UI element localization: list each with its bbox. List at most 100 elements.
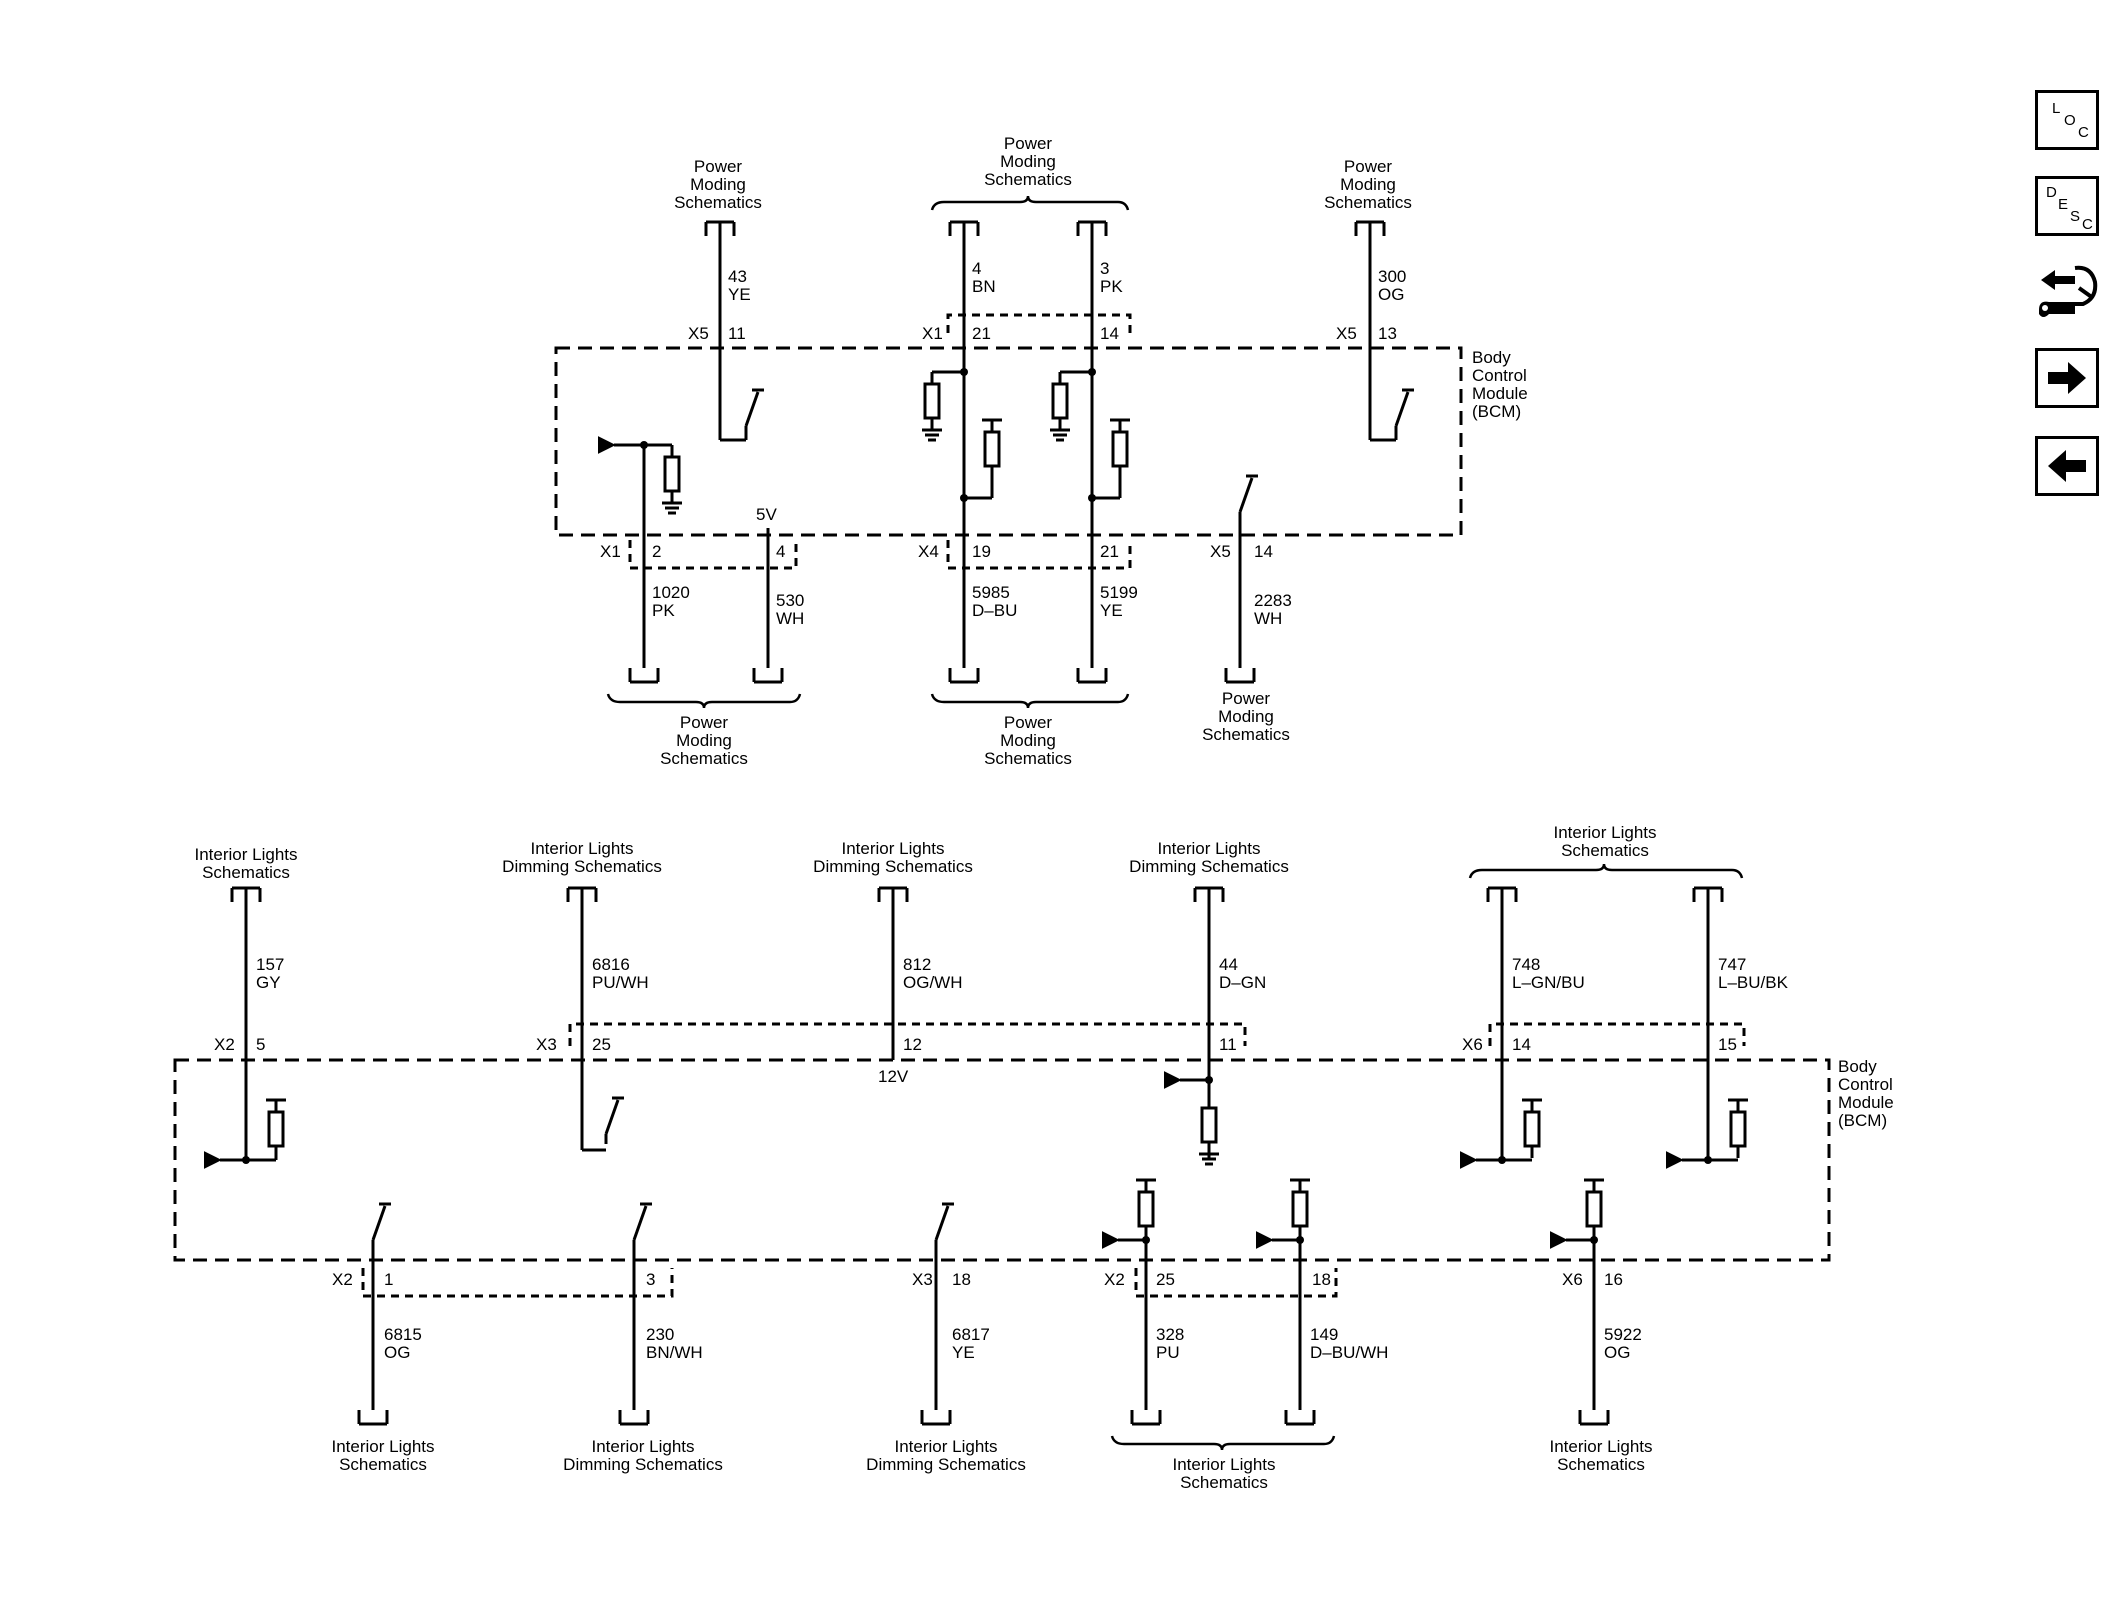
location-button[interactable]: L O C [2035,90,2099,150]
svg-text:Interior Lights: Interior Lights [1173,1455,1276,1474]
svg-text:OG: OG [1378,285,1404,304]
svg-text:Moding: Moding [1340,175,1396,194]
svg-text:Moding: Moding [1000,731,1056,750]
svg-text:Interior Lights: Interior Lights [842,839,945,858]
svg-text:BN: BN [972,277,996,296]
svg-text:X6: X6 [1462,1035,1483,1054]
svg-text:2283: 2283 [1254,591,1292,610]
svg-text:530: 530 [776,591,804,610]
svg-text:PU/WH: PU/WH [592,973,649,992]
svg-text:Schematics: Schematics [984,170,1072,189]
svg-text:25: 25 [1156,1270,1175,1289]
svg-text:Schematics: Schematics [1557,1455,1645,1474]
svg-text:300: 300 [1378,267,1406,286]
svg-text:X5: X5 [1210,542,1231,561]
svg-text:Dimming Schematics: Dimming Schematics [502,857,662,876]
svg-text:X6: X6 [1562,1270,1583,1289]
svg-text:1020: 1020 [652,583,690,602]
svg-text:14: 14 [1512,1035,1531,1054]
svg-text:X3: X3 [912,1270,933,1289]
target-label-il-5: Interior Lights Schematics [1550,1437,1653,1474]
svg-text:812: 812 [903,955,931,974]
svg-text:(BCM): (BCM) [1838,1111,1887,1130]
target-label-il-3: Interior Lights Schematics [332,1437,435,1474]
svg-text:6815: 6815 [384,1325,422,1344]
svg-text:11: 11 [728,324,746,343]
svg-text:(BCM): (BCM) [1472,402,1521,421]
bcm-label-top: Body Control Module (BCM) [1472,348,1528,421]
target-label-il-4: Interior Lights Schematics [1173,1455,1276,1492]
svg-text:Power: Power [1222,689,1271,708]
svg-text:PU: PU [1156,1343,1180,1362]
svg-text:Power: Power [694,157,743,176]
svg-text:Schematics: Schematics [1561,841,1649,860]
svg-text:PK: PK [652,601,675,620]
svg-text:X2: X2 [332,1270,353,1289]
svg-text:11: 11 [1219,1035,1237,1054]
svg-text:Schematics: Schematics [984,749,1072,768]
svg-text:OG: OG [384,1343,410,1362]
svg-text:Moding: Moding [690,175,746,194]
bcm-label-bottom: Body Control Module (BCM) [1838,1057,1894,1130]
svg-text:18: 18 [1312,1270,1331,1289]
svg-text:Power: Power [1004,134,1053,153]
svg-text:Moding: Moding [1218,707,1274,726]
svg-text:19: 19 [972,542,991,561]
svg-text:WH: WH [1254,609,1282,628]
svg-text:X2: X2 [214,1035,235,1054]
svg-text:YE: YE [1100,601,1123,620]
svg-text:Module: Module [1472,384,1528,403]
svg-text:L–GN/BU: L–GN/BU [1512,973,1585,992]
target-label-dim-3: Interior Lights Dimming Schematics [1129,839,1289,876]
svg-text:21: 21 [972,324,991,343]
svg-text:Dimming Schematics: Dimming Schematics [563,1455,723,1474]
previous-arrow-button[interactable] [2035,436,2099,496]
svg-text:Interior Lights: Interior Lights [531,839,634,858]
svg-text:Interior Lights: Interior Lights [1554,823,1657,842]
svg-text:747: 747 [1718,955,1746,974]
svg-text:18: 18 [952,1270,971,1289]
target-label-dim-4: Interior Lights Dimming Schematics [563,1437,723,1474]
next-arrow-button[interactable] [2035,348,2099,408]
diagnostic-tool-icon[interactable] [2035,258,2099,328]
svg-text:43: 43 [728,267,747,286]
svg-text:Power: Power [680,713,729,732]
svg-text:1: 1 [384,1270,393,1289]
arrow-left-icon [2048,450,2086,482]
target-label-il-2: Interior Lights Schematics [1554,823,1657,860]
svg-text:PK: PK [1100,277,1123,296]
svg-text:Dimming Schematics: Dimming Schematics [1129,857,1289,876]
target-label-pm-4: Power Moding Schematics [660,713,748,768]
svg-text:157: 157 [256,955,284,974]
target-label-dim-1: Interior Lights Dimming Schematics [502,839,662,876]
svg-text:12: 12 [903,1035,922,1054]
svg-text:Schematics: Schematics [674,193,762,212]
svg-text:BN/WH: BN/WH [646,1343,703,1362]
svg-text:X4: X4 [918,542,939,561]
svg-text:Power: Power [1004,713,1053,732]
bcm-box-top [554,346,1463,537]
target-label-dim-2: Interior Lights Dimming Schematics [813,839,973,876]
svg-text:L–BU/BK: L–BU/BK [1718,973,1789,992]
svg-text:D–BU: D–BU [972,601,1017,620]
svg-text:Schematics: Schematics [1202,725,1290,744]
svg-text:Body: Body [1472,348,1511,367]
target-label-pm-1: Power Moding Schematics [674,157,762,212]
svg-text:15: 15 [1718,1035,1737,1054]
svg-text:X1: X1 [600,542,621,561]
svg-text:14: 14 [1100,324,1119,343]
svg-text:Interior Lights: Interior Lights [195,845,298,864]
svg-text:5V: 5V [756,505,777,524]
description-button[interactable]: D E S C [2035,176,2099,236]
svg-text:Dimming Schematics: Dimming Schematics [866,1455,1026,1474]
svg-text:3: 3 [1100,259,1109,278]
svg-text:X5: X5 [1336,324,1357,343]
svg-text:5: 5 [256,1035,265,1054]
svg-text:Interior Lights: Interior Lights [895,1437,998,1456]
svg-text:D–GN: D–GN [1219,973,1266,992]
svg-text:Moding: Moding [1000,152,1056,171]
target-label-pm-3: Power Moding Schematics [1324,157,1412,212]
svg-text:230: 230 [646,1325,674,1344]
svg-text:GY: GY [256,973,281,992]
